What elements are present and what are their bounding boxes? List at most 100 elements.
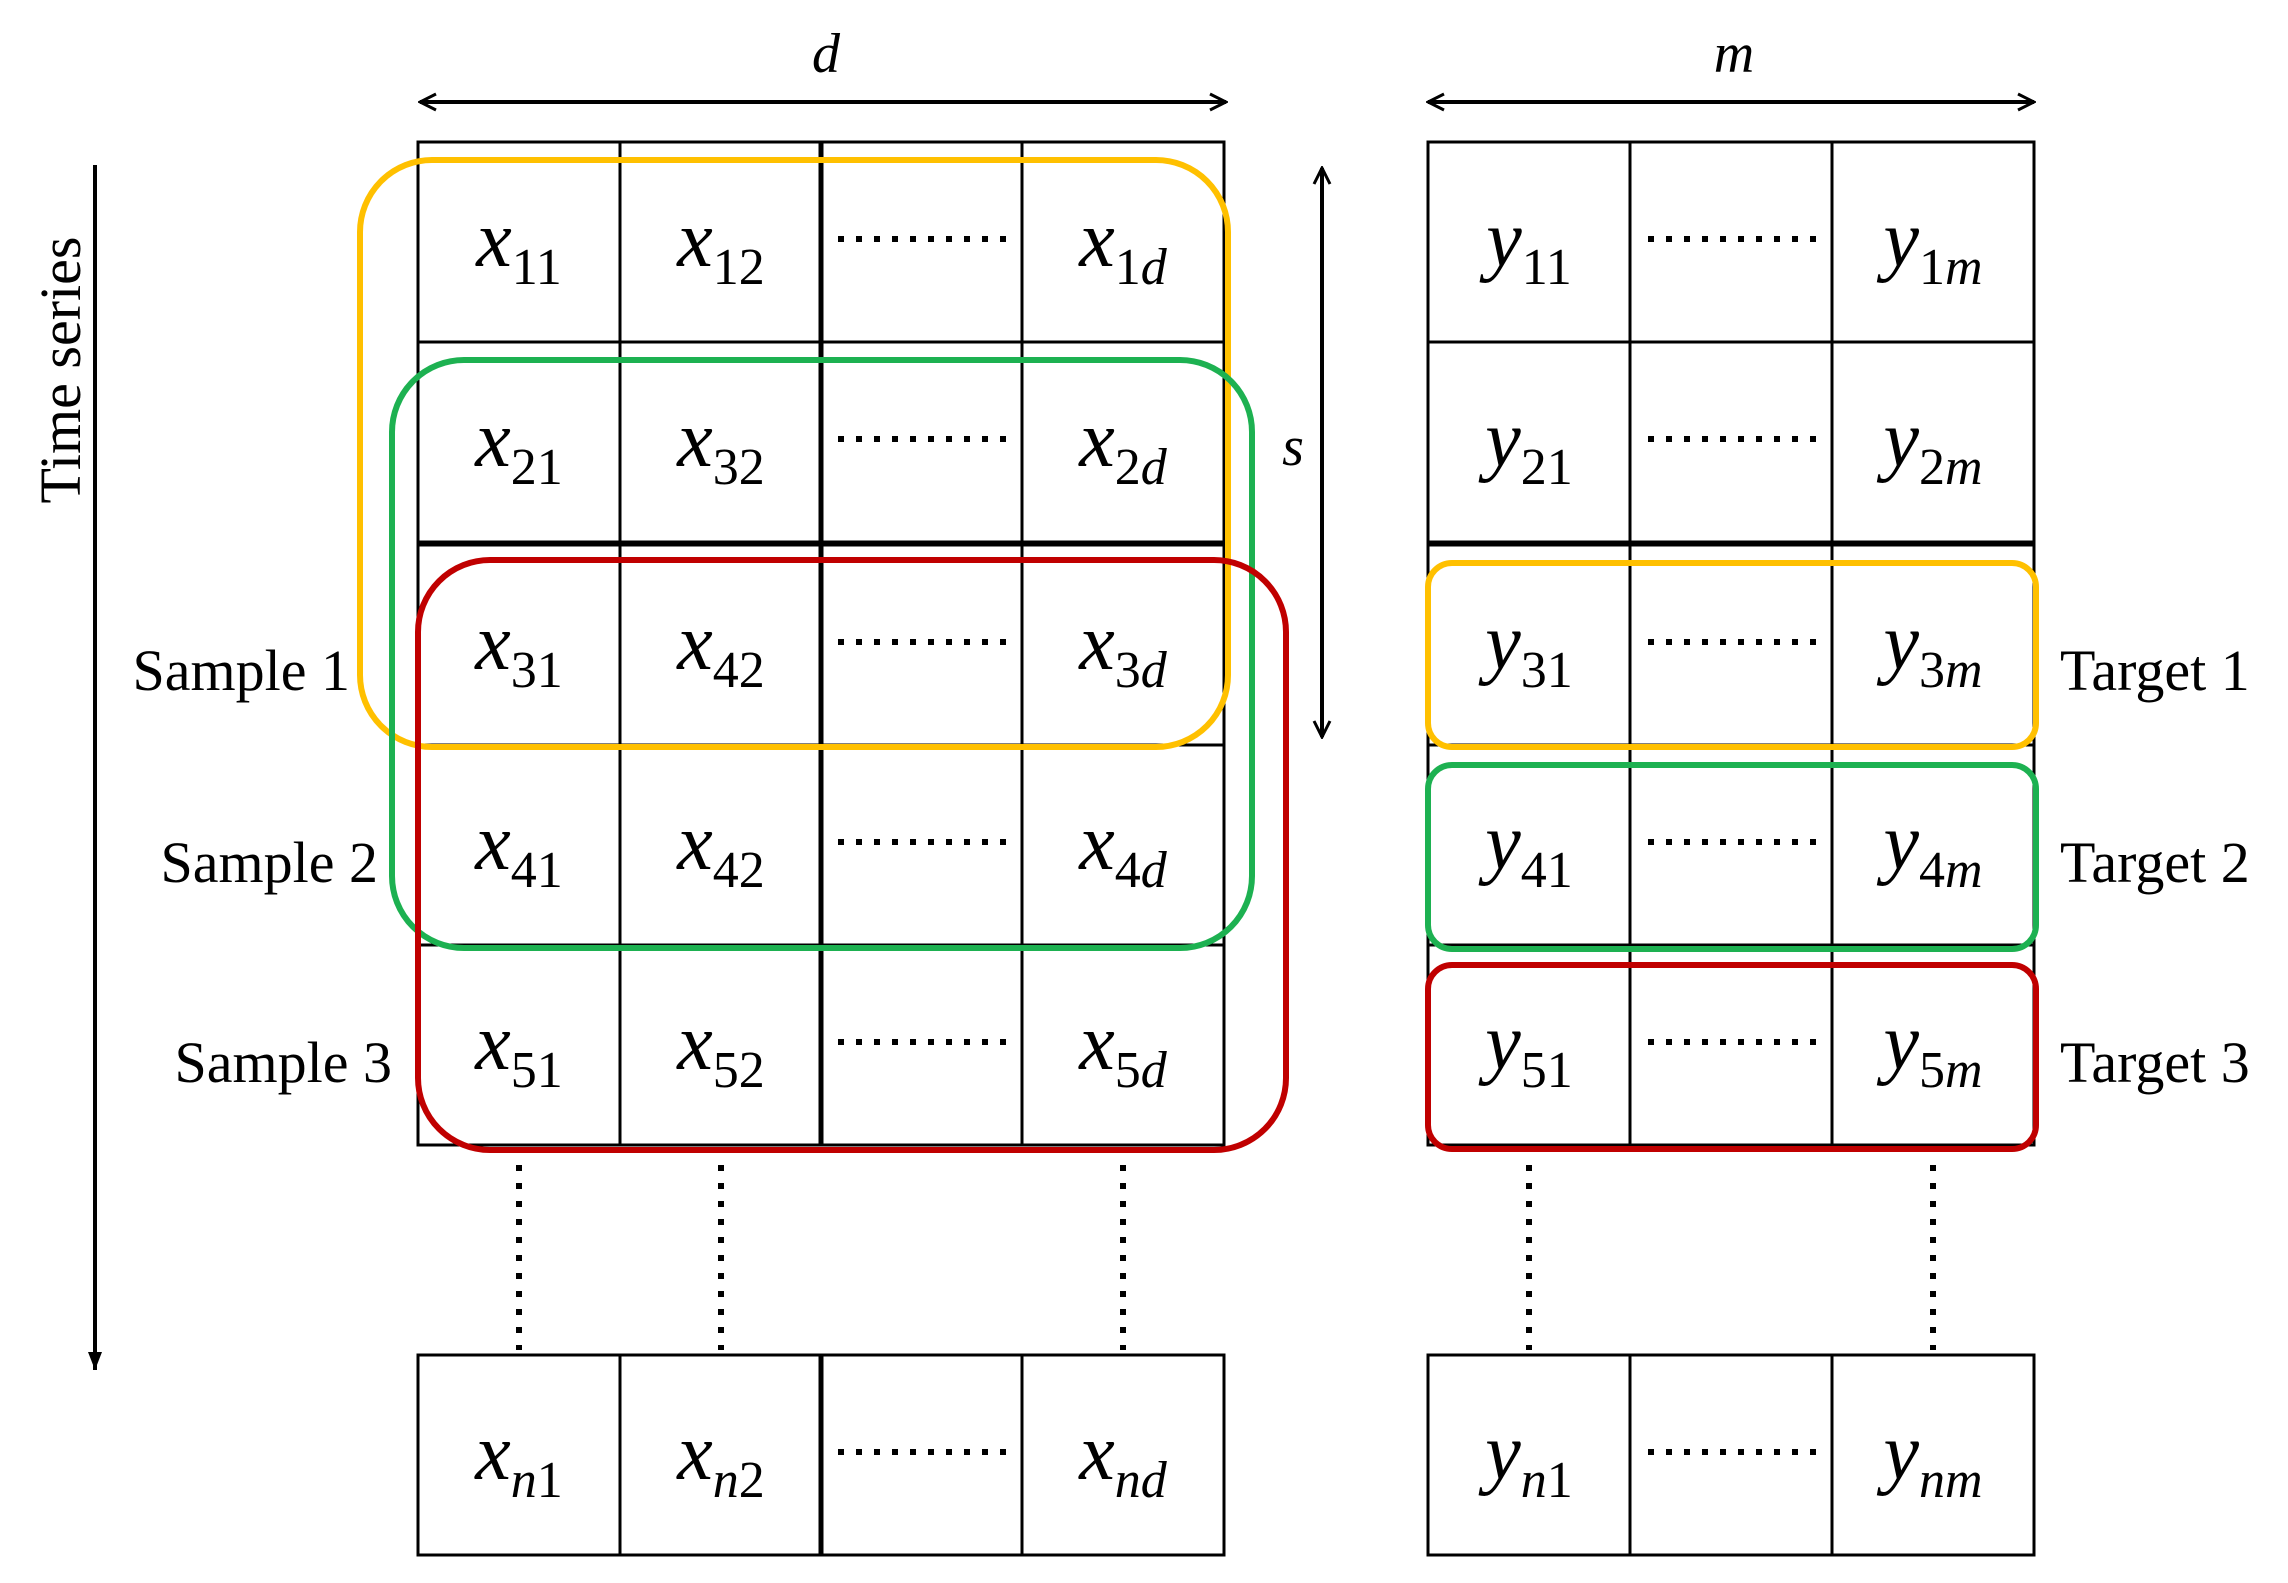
x-cell-5-1-label: x51	[474, 999, 563, 1099]
y-cell-5-1-label: y51	[1478, 999, 1573, 1099]
y-cell-3-3-label: y3m	[1876, 599, 1982, 699]
x-cell-1-3	[818, 140, 1024, 344]
y-cell-4-3-label: y4m	[1876, 799, 1982, 899]
x-cell-6-4-box	[1020, 1353, 1226, 1557]
target-1-box	[1425, 560, 2039, 750]
y-cell-2-3-label: y2m	[1876, 396, 1982, 496]
y-cell-6-3: ynm	[1830, 1353, 2036, 1557]
y-cell-2-2-box	[1628, 340, 1834, 544]
x-cell-3-3-box	[818, 543, 1024, 747]
x-cell-1-3-box	[818, 140, 1024, 344]
target-3-box	[1425, 962, 2039, 1152]
x-cell-3-2-label: x42	[676, 599, 765, 699]
y-cell-6-2	[1628, 1353, 1834, 1557]
x-cell-3-4-label: x3d	[1078, 599, 1168, 699]
x-cell-4-2: x42	[618, 743, 824, 947]
y-cell-5-2-box	[1628, 943, 1834, 1147]
y-matrix: y11 y1m y21 y2m y31 y3m y41 y4m y51 y5m yn1 ynm	[1426, 140, 2036, 1557]
y-cell-3-1-label: y31	[1478, 599, 1573, 699]
y-cell-6-2-box	[1628, 1353, 1834, 1557]
d-label: d	[812, 23, 841, 85]
time-series-label: Time series	[28, 237, 93, 504]
y-cell-6-3-label: ynm	[1876, 1409, 1982, 1509]
vertical-ellipses	[516, 1165, 1936, 1350]
y-cell-1-1-label: y11	[1479, 196, 1572, 296]
x-cell-6-1: xn1	[416, 1353, 622, 1557]
x-cell-4-1-label: x41	[474, 799, 563, 899]
x-cell-5-3	[818, 943, 1024, 1147]
y-cell-4-2	[1628, 743, 1834, 947]
x-cell-4-2-label: x42	[676, 799, 765, 899]
sample-3-box	[415, 557, 1289, 1153]
x-cell-5-1: x51	[416, 943, 622, 1147]
x-cell-4-3	[818, 743, 1024, 947]
x-cell-5-4: x5d	[1020, 943, 1226, 1147]
x-cell-2-2-box	[618, 340, 824, 544]
x-cell-2-2-label: x32	[676, 396, 765, 496]
s-label: s	[1282, 416, 1304, 478]
x-cell-6-1-label: xn1	[474, 1409, 563, 1509]
x-cell-3-1-label: x31	[474, 599, 563, 699]
x-cell-2-1: x21	[416, 340, 622, 544]
y-cell-4-2-box	[1628, 743, 1834, 947]
sample-1-label: Sample 1	[133, 638, 350, 703]
y-cell-5-3: y5m	[1830, 943, 2036, 1147]
x-cell-4-3-box	[818, 743, 1024, 947]
y-cell-5-1: y51	[1426, 943, 1632, 1147]
x-cell-6-3	[818, 1353, 1024, 1557]
sample-2-box	[389, 357, 1255, 951]
y-cell-3-3: y3m	[1830, 543, 2036, 747]
x-cell-2-1-label: x21	[474, 396, 563, 496]
target-3-label: Target 3	[2060, 1030, 2250, 1095]
y-cell-1-1: y11	[1426, 140, 1632, 344]
x-cell-1-4: x1d	[1020, 140, 1226, 344]
x-cell-2-4-box	[1020, 340, 1226, 544]
x-cell-2-2: x32	[618, 340, 824, 544]
x-cell-2-4-label: x2d	[1078, 396, 1168, 496]
m-label: m	[1714, 23, 1754, 85]
y-cell-1-3: y1m	[1830, 140, 2036, 344]
y-cell-1-3-label: y1m	[1876, 196, 1982, 296]
y-cell-5-2	[1628, 943, 1834, 1147]
x-cell-1-1: x11	[416, 140, 622, 344]
y-cell-5-3-label: y5m	[1876, 999, 1982, 1099]
x-cell-4-4: x4d	[1020, 743, 1226, 947]
x-cell-6-2-label: xn2	[676, 1409, 765, 1509]
y-cell-4-1: y41	[1426, 743, 1632, 947]
target-1-label: Target 1	[2060, 638, 2250, 703]
x-cell-3-4: x3d	[1020, 543, 1226, 747]
x-cell-6-2-box	[618, 1353, 824, 1557]
y-cell-1-2	[1628, 140, 1834, 344]
x-cell-5-2-label: x52	[676, 999, 765, 1099]
x-cell-5-2: x52	[618, 943, 824, 1147]
x-cell-5-3-box	[818, 943, 1024, 1147]
y-cell-2-1: y21	[1426, 340, 1632, 544]
target-2-box	[1425, 762, 2039, 952]
y-cell-6-1: yn1	[1426, 1353, 1632, 1557]
x-cell-6-4: xnd	[1020, 1353, 1226, 1557]
y-cell-4-3: y4m	[1830, 743, 2036, 947]
y-cell-4-1-label: y41	[1478, 799, 1573, 899]
x-cell-1-1-label: x11	[475, 196, 562, 296]
x-cell-3-2: x42	[618, 543, 824, 747]
y-cell-3-1: y31	[1426, 543, 1632, 747]
y-cell-2-3-box	[1830, 340, 2036, 544]
x-cell-1-2: x12	[618, 140, 824, 344]
x-cell-5-4-label: x5d	[1078, 999, 1168, 1099]
x-cell-2-4: x2d	[1020, 340, 1226, 544]
y-cell-3-2-box	[1628, 543, 1834, 747]
y-cell-6-1-label: yn1	[1478, 1409, 1573, 1509]
x-cell-6-4-label: xnd	[1078, 1409, 1168, 1509]
y-cell-2-1-label: y21	[1478, 396, 1573, 496]
x-cell-4-1: x41	[416, 743, 622, 947]
sample-3-label: Sample 3	[175, 1030, 392, 1095]
sample-1-box	[357, 157, 1231, 750]
y-cell-6-3-box	[1830, 1353, 2036, 1557]
x-cell-6-2: xn2	[618, 1353, 824, 1557]
y-cell-1-2-box	[1628, 140, 1834, 344]
x-cell-1-4-label: x1d	[1078, 196, 1168, 296]
x-cell-2-3-box	[818, 340, 1024, 544]
x-cell-2-3	[818, 340, 1024, 544]
x-matrix: x11 x12 x1d x21 x32 x2d x31 x42 x3d x41 x42 x4d x51 x…	[416, 140, 1226, 1557]
x-cell-3-3	[818, 543, 1024, 747]
